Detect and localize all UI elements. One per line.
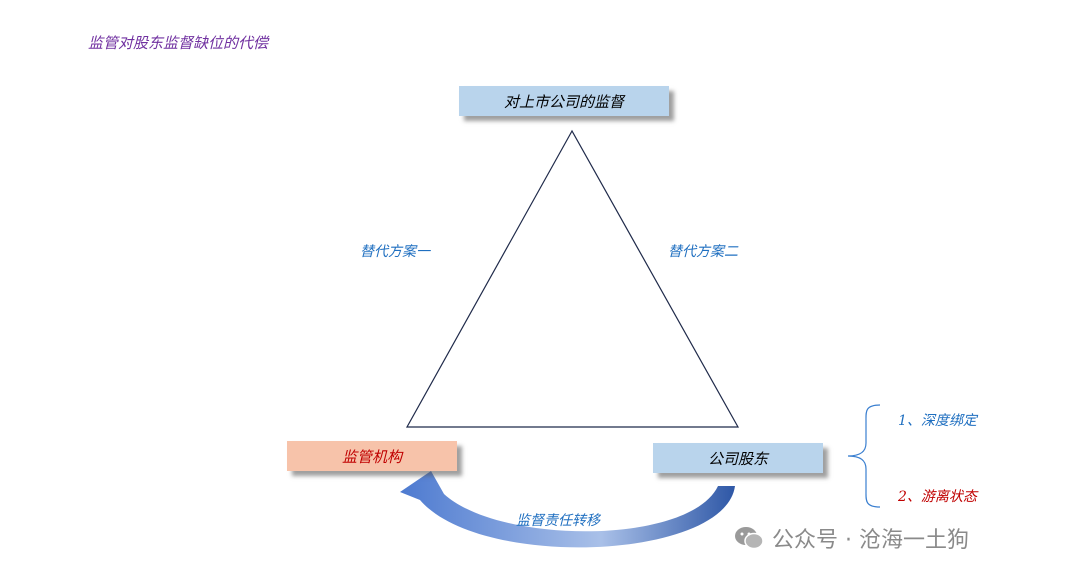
node-shareholders: 公司股东 <box>653 443 823 473</box>
node-regulator: 监管机构 <box>287 441 457 471</box>
state-detached: 2、游离状态 <box>898 489 977 505</box>
edge-label-option-two: 替代方案二 <box>668 244 738 260</box>
wechat-icon <box>735 527 764 550</box>
slide-title: 监管对股东监督缺位的代偿 <box>88 34 269 52</box>
transfer-arrow <box>400 471 735 548</box>
node-supervision: 对上市公司的监督 <box>459 86 669 116</box>
curly-brace <box>847 404 881 508</box>
triangle-outline <box>405 129 740 428</box>
state-deep-binding: 1、深度绑定 <box>898 413 977 429</box>
edge-label-option-one: 替代方案一 <box>360 244 430 260</box>
watermark: 公众号 · 沧海一土狗 <box>734 522 969 554</box>
edge-label-transfer: 监督责任转移 <box>516 513 600 529</box>
watermark-text: 公众号 · 沧海一土狗 <box>772 528 969 553</box>
